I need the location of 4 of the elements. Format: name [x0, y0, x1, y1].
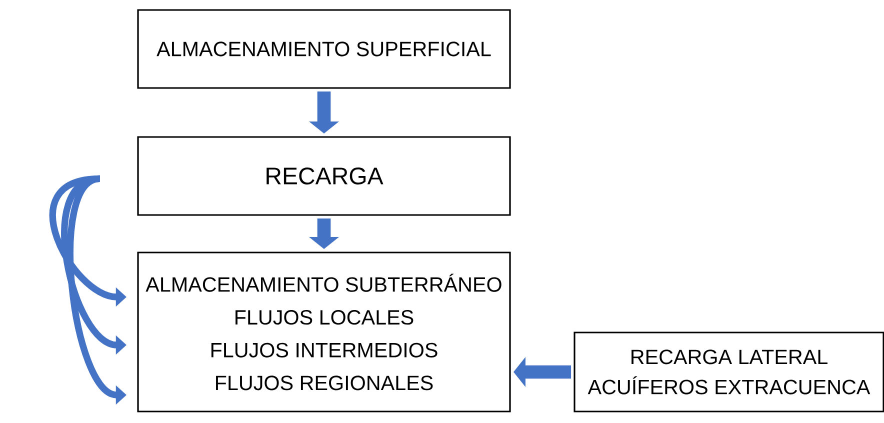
text-box: ALMACENAMIENTO SUBTERRÁNEO FLUJOS LOCALES FLUJOS INTERMEDIOS FLUJOS REGIONALES: [137, 252, 511, 412]
text-box: RECARGA LATERAL ACUÍFEROS EXTRACUENCA: [574, 332, 884, 412]
text-box: ALMACENAMIENTO SUPERFICIAL: [137, 9, 511, 89]
text-box: RECARGA: [137, 136, 511, 216]
